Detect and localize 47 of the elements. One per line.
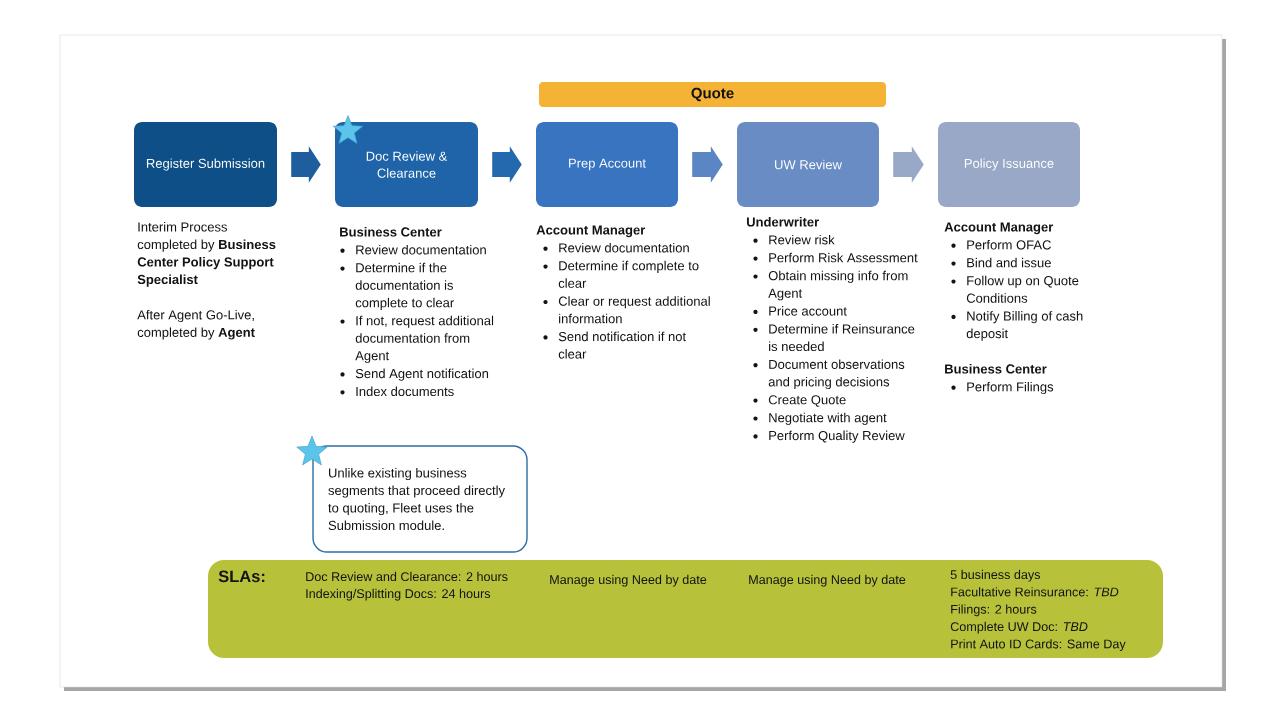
list-item: Bind and issue — [967, 257, 1051, 268]
list-item: Determine if the documentation is complete to clear — [355, 262, 454, 310]
sla-text: Print Auto ID Cards: Same Day — [951, 639, 1126, 651]
role-heading: Account Manager — [536, 225, 646, 238]
list-item: Determine if Reinsurance is needed — [769, 324, 915, 352]
list-item: Notify Billing of cash deposit — [966, 311, 1083, 341]
sla-text: Filings: 2 hours — [951, 604, 1037, 617]
note-text: Interim Process completed by Business Center Policy Support Specialist — [137, 222, 276, 287]
process-box: Register Submission — [134, 122, 277, 207]
sla-text: Facultative Reinsurance: TBD — [951, 587, 1119, 597]
process-box: Doc Review & Clearance — [335, 122, 478, 207]
list-item: Review risk — [769, 234, 835, 245]
list-item: Price account — [769, 306, 847, 316]
process-box: Prep Account — [536, 122, 678, 207]
list-item: Document observations and pricing decisions — [768, 359, 905, 390]
process-box: Policy Issuance — [938, 122, 1080, 207]
callout-box: Unlike existing business segments that proceed directly to quoting, Fleet uses the Submission module. — [312, 445, 528, 553]
sla-text: 5 business days — [950, 569, 1041, 582]
list-item: Obtain missing info from Agent — [768, 270, 908, 301]
role-heading: Underwriter — [747, 217, 819, 227]
list-item: Clear or request additional information — [558, 296, 710, 324]
list-item: Review documentation — [559, 242, 689, 253]
list-item: Send notification if not clear — [558, 331, 686, 359]
sla-text: Indexing/Splitting Docs: 24 hours — [306, 588, 491, 601]
sla-text: Manage using Need by date — [749, 574, 906, 587]
process-box: UW Review — [737, 122, 879, 207]
sla-text: Complete UW Doc: TBD — [950, 621, 1088, 634]
list-item: Index documents — [356, 386, 454, 397]
list-item: Review documentation — [356, 244, 486, 255]
role-heading: Account Manager — [944, 222, 1054, 235]
list-item: Follow up on Quote Conditions — [966, 275, 1079, 303]
phase-band: Quote — [539, 82, 886, 107]
list-item: Perform Quality Review — [769, 430, 905, 443]
sla-heading: SLAs: — [218, 570, 265, 583]
sla-text: Manage using Need by date — [550, 574, 707, 587]
list-item: Create Quote — [768, 395, 846, 407]
list-item: Send Agent notification — [355, 368, 489, 381]
role-heading: Business Center — [340, 227, 442, 237]
list-item: Determine if complete to clear — [558, 260, 699, 288]
list-item: Perform Filings — [967, 381, 1054, 395]
list-item: Perform Risk Assessment — [769, 252, 918, 263]
list-item: If not, request additional documentation from Agent — [355, 315, 494, 363]
note-text: After Agent Go-Live, completed by Agent — [137, 309, 255, 340]
role-heading: Business Center — [945, 364, 1047, 374]
list-item: Negotiate with agent — [769, 412, 887, 425]
list-item: Perform OFAC — [967, 239, 1051, 250]
sla-text: Doc Review and Clearance: 2 hours — [306, 571, 508, 582]
